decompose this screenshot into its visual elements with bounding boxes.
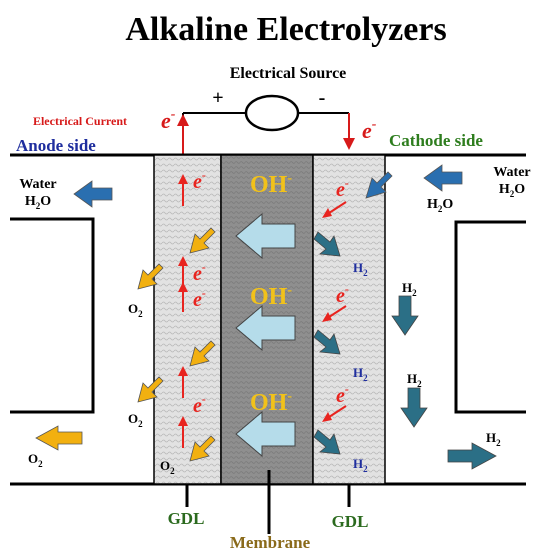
- o2-label: O2: [128, 411, 143, 429]
- h2-label: H2: [353, 260, 368, 278]
- oh-ion-label: OH-: [250, 171, 292, 198]
- anode-water-outlet: Water H2O: [19, 177, 113, 211]
- electrical-source-label: Electrical Source: [230, 65, 347, 82]
- h2-outlet-arrow-icon: [447, 442, 497, 470]
- electron-label: e-: [193, 168, 206, 193]
- o2-arrow-icon: [189, 227, 216, 254]
- electron-label: e-: [336, 176, 349, 201]
- anode-electrons: e- e- e- e-: [178, 168, 206, 448]
- current-arrow-up-head: [177, 114, 189, 126]
- water-out-arrow-icon: [73, 180, 113, 208]
- electron-label: e-: [336, 382, 349, 407]
- cathode-electrons: e- e- e-: [322, 176, 349, 422]
- h2-down-arrow-icon: [391, 295, 419, 336]
- power-source-icon: [244, 94, 300, 132]
- water-in-label: Water: [493, 165, 530, 180]
- hydroxide-ion-row-2: OH-: [235, 283, 296, 352]
- h2-labels: H2 H2 H2 H2 H2 H2: [353, 260, 501, 474]
- electron-label: e-: [193, 392, 206, 417]
- o2-label: O2: [160, 458, 175, 476]
- hydroxide-ion-row-3: OH-: [235, 389, 296, 458]
- o2-outlet-arrow-icon: [35, 425, 83, 451]
- h2-label: H2: [407, 371, 422, 389]
- oh-ion-label: OH-: [250, 283, 292, 310]
- o2-arrow-icon: [137, 263, 164, 290]
- electron-label: e-: [336, 282, 349, 307]
- electron-label: e-: [193, 286, 206, 311]
- water-in-formula: H2O: [499, 182, 525, 199]
- source-electron-right: e-: [362, 117, 377, 143]
- cathode-hydrogen-arrows: [313, 231, 497, 470]
- minus-terminal: -: [319, 87, 326, 109]
- h2-down-arrow-icon: [400, 387, 428, 428]
- anode-gdl-label: GDL: [168, 509, 205, 528]
- water-out-formula: H2O: [25, 194, 51, 211]
- hydroxide-ion-row-1: OH-: [235, 171, 296, 260]
- h2-arrow-icon: [313, 329, 341, 355]
- water-in-arrow-icon: [423, 164, 463, 192]
- anode-side-label: Anode side: [16, 136, 96, 155]
- cathode-water-inlet: Water H2O H2O: [365, 164, 531, 214]
- electrical-current-label: Electrical Current: [33, 114, 127, 128]
- source-electron-left: e-: [161, 107, 176, 133]
- o2-arrow-icon: [189, 340, 216, 367]
- anode-channel-wall: [10, 217, 95, 414]
- plus-terminal: +: [212, 87, 223, 109]
- electron-label: e-: [193, 260, 206, 285]
- anode-gdl: [153, 154, 222, 485]
- cathode-side-label: Cathode side: [389, 131, 483, 150]
- h2-label: H2: [353, 456, 368, 474]
- diagram-title: Alkaline Electrolyzers: [125, 11, 446, 48]
- ion-arrow-icon: [235, 304, 296, 352]
- o2-label: O2: [128, 301, 143, 319]
- current-arrow-down-head: [343, 138, 355, 150]
- h2o-reactant-label: H2O: [427, 197, 453, 214]
- cathode-channel-wall: [454, 220, 526, 414]
- ion-arrow-icon: [235, 410, 296, 458]
- h2-label: H2: [353, 365, 368, 383]
- anode-oxygen-arrows: [35, 227, 216, 462]
- o2-arrow-icon: [137, 376, 164, 403]
- o2-labels: O2 O2 O2 O2: [28, 301, 175, 476]
- h2-label: H2: [402, 280, 417, 298]
- membrane-label: Membrane: [230, 533, 311, 548]
- water-diffuse-arrow-icon: [365, 171, 393, 199]
- h2-outlet-label: H2: [486, 430, 501, 448]
- water-out-label: Water: [19, 177, 56, 192]
- h2-arrow-icon: [313, 429, 341, 455]
- cathode-gdl-label: GDL: [332, 512, 369, 531]
- o2-outlet-label: O2: [28, 451, 43, 469]
- ion-arrow-icon: [235, 212, 296, 260]
- o2-arrow-icon: [189, 435, 216, 462]
- oh-ion-label: OH-: [250, 389, 292, 416]
- h2-arrow-icon: [313, 231, 341, 257]
